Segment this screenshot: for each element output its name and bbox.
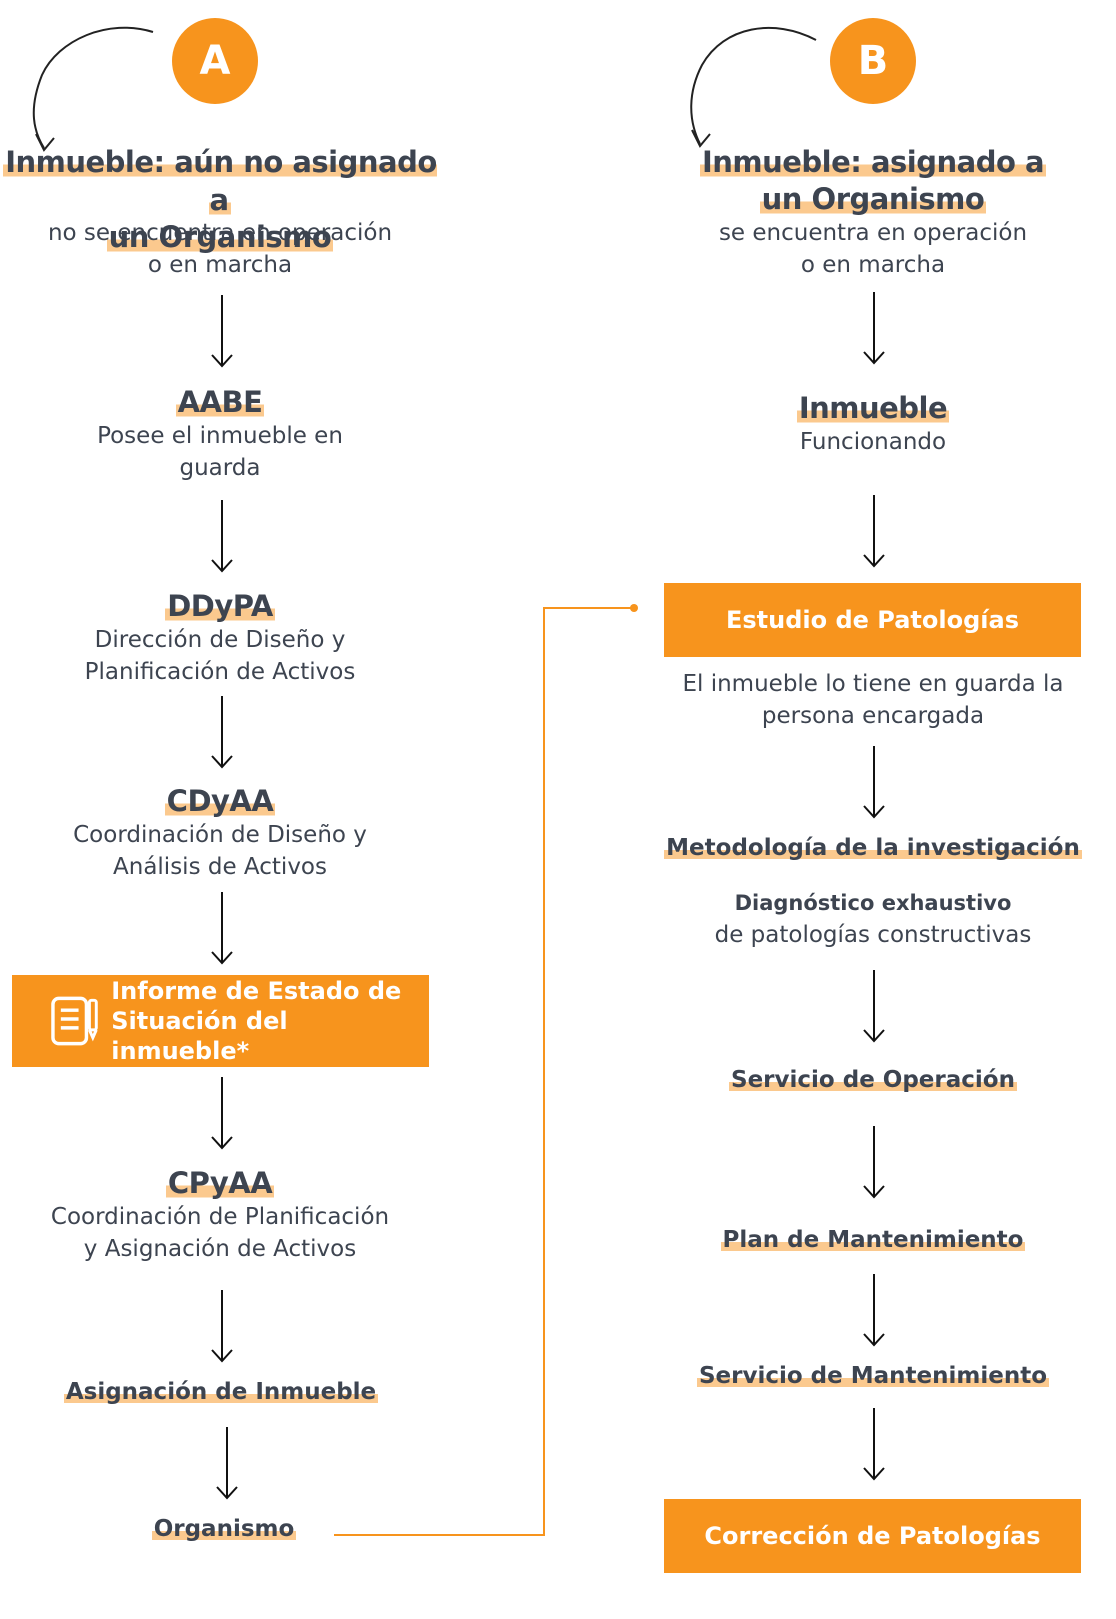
maintenance-text: Servicio de Mantenimiento [696,1363,1050,1389]
arrow-down-icon [216,1427,238,1500]
step-ddypa: DDyPA Dirección de Diseño y Planificació… [0,588,440,688]
patology-study-box: Estudio de Patologías [664,583,1081,657]
report-box-line1: Informe de Estado de [111,977,402,1005]
patology-desc-line1: El inmueble lo tiene en guarda la [682,671,1064,697]
arrow-down-icon [211,1290,233,1363]
arrow-down-icon [863,292,885,365]
correction-text: Corrección de Patologías [704,1522,1041,1550]
step-cdyaa-desc1: Coordinación de Diseño y [73,822,367,848]
patology-study-text: Estudio de Patologías [725,606,1019,634]
assignment-label: Asignación de Inmueble [0,1376,442,1408]
diagnosis-rest: de patologías constructivas [714,922,1032,948]
step-cdyaa-title: CDyAA [164,784,276,818]
step-cdyaa: CDyAA Coordinación de Diseño y Análisis … [0,783,440,883]
badge-b: B [830,18,916,104]
diagnosis-bold: Diagnóstico exhaustivo [734,891,1012,915]
step-aabe: AABE Posee el inmueble en guarda [0,384,440,484]
operation-text: Servicio de Operación [729,1067,1017,1093]
step-cpyaa-desc1: Coordinación de Planificación [50,1204,390,1230]
badge-a: A [172,18,258,104]
arrow-down-icon [211,295,233,368]
operation-label: Servicio de Operación [653,1064,1093,1096]
organism-text: Organismo [151,1516,297,1542]
patology-desc: El inmueble lo tiene en guarda la person… [653,668,1093,732]
step-cpyaa: CPyAA Coordinación de Planificación y As… [0,1165,440,1265]
assignment-text: Asignación de Inmueble [63,1379,379,1405]
arrow-down-icon [863,1126,885,1199]
step-aabe-title: AABE [175,385,265,419]
report-box-line2: Situación del inmueble* [111,1007,288,1065]
arrow-down-icon [211,1077,233,1150]
plan-text: Plan de Mantenimiento [720,1227,1026,1253]
title-b-line2: un Organismo [759,182,987,216]
subtitle-a-line2: o en marcha [147,252,293,278]
subtitle-b-line1: se encuentra en operación [718,220,1028,246]
step-inmueble-desc: Funcionando [799,429,947,455]
title-b: Inmueble: asignado a un Organismo [653,143,1093,217]
step-cpyaa-title: CPyAA [165,1166,275,1200]
step-ddypa-title: DDyPA [165,589,275,623]
step-inmueble: Inmueble Funcionando [653,390,1093,458]
step-inmueble-title: Inmueble [796,391,950,425]
plan-label: Plan de Mantenimiento [653,1224,1093,1256]
methodology-label: Metodología de la investigación [653,832,1093,864]
subtitle-b: se encuentra en operación o en marcha [653,217,1093,281]
step-aabe-desc2: guarda [179,455,261,481]
arrow-down-icon [863,970,885,1043]
title-b-line1: Inmueble: asignado a [699,145,1047,179]
arrow-down-icon [211,500,233,573]
step-ddypa-desc2: Planificación de Activos [84,659,356,685]
subtitle-b-line2: o en marcha [800,252,946,278]
step-aabe-desc1: Posee el inmueble en [97,423,343,449]
step-ddypa-desc1: Dirección de Diseño y [94,627,346,653]
report-box: Informe de Estado de Situación del inmue… [12,975,429,1067]
title-a-line2: un Organismo [106,220,334,254]
correction-box: Corrección de Patologías [664,1499,1081,1573]
step-cdyaa-desc2: Análisis de Activos [113,854,327,880]
arrow-down-icon [863,746,885,819]
curved-arrow-b-icon [690,27,817,148]
document-edit-icon [51,996,98,1046]
title-a: Inmueble: aún no asignado a un Organismo [0,143,440,255]
maintenance-label: Servicio de Mantenimiento [653,1360,1093,1392]
subtitle-a: no se encuentra en operación o en marcha [0,217,440,281]
step-cpyaa-desc2: y Asignación de Activos [83,1236,357,1262]
arrow-down-icon [211,696,233,769]
arrow-down-icon [211,892,233,965]
methodology-text: Metodología de la investigación [664,835,1082,861]
arrow-down-icon [863,1274,885,1347]
arrow-down-icon [863,495,885,568]
organism-label: Organismo [0,1513,448,1545]
arrow-down-icon [863,1408,885,1481]
diagnosis: Diagnóstico exhaustivo de patologías con… [653,887,1093,951]
subtitle-a-line1: no se encuentra en operación [47,220,393,246]
patology-desc-line2: persona encargada [761,703,985,729]
